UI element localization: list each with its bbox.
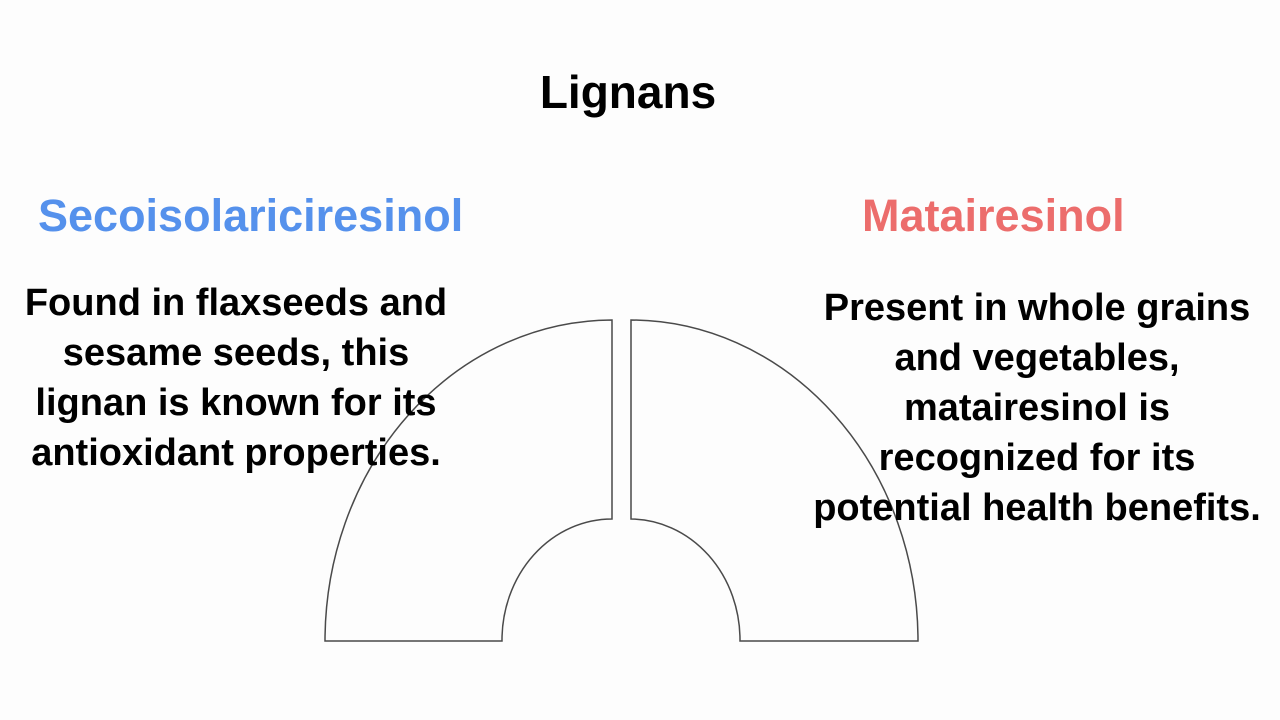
right-description: Present in whole grains and vegetables, … xyxy=(800,283,1274,533)
right-description-line: Present in whole grains xyxy=(823,287,1251,329)
right-ring-segment xyxy=(630,319,919,642)
right-description-line: recognized for its xyxy=(878,437,1196,479)
right-heading: Matairesinol xyxy=(862,190,1125,241)
left-description-line: antioxidant properties. xyxy=(31,432,441,474)
right-description-line: potential health benefits. xyxy=(813,487,1261,529)
left-description-line: sesame seeds, this xyxy=(62,332,410,374)
left-description: Found in flaxseeds and sesame seeds, thi… xyxy=(10,278,462,478)
left-ring-segment xyxy=(324,319,613,642)
left-description-line: lignan is known for its xyxy=(35,382,437,424)
right-description-line: and vegetables, xyxy=(894,337,1180,379)
left-description-line: Found in flaxseeds and xyxy=(24,282,448,324)
left-heading: Secoisolariciresinol xyxy=(38,190,464,241)
right-description-line: matairesinol is xyxy=(903,387,1171,429)
page-title: Lignans xyxy=(539,66,717,118)
